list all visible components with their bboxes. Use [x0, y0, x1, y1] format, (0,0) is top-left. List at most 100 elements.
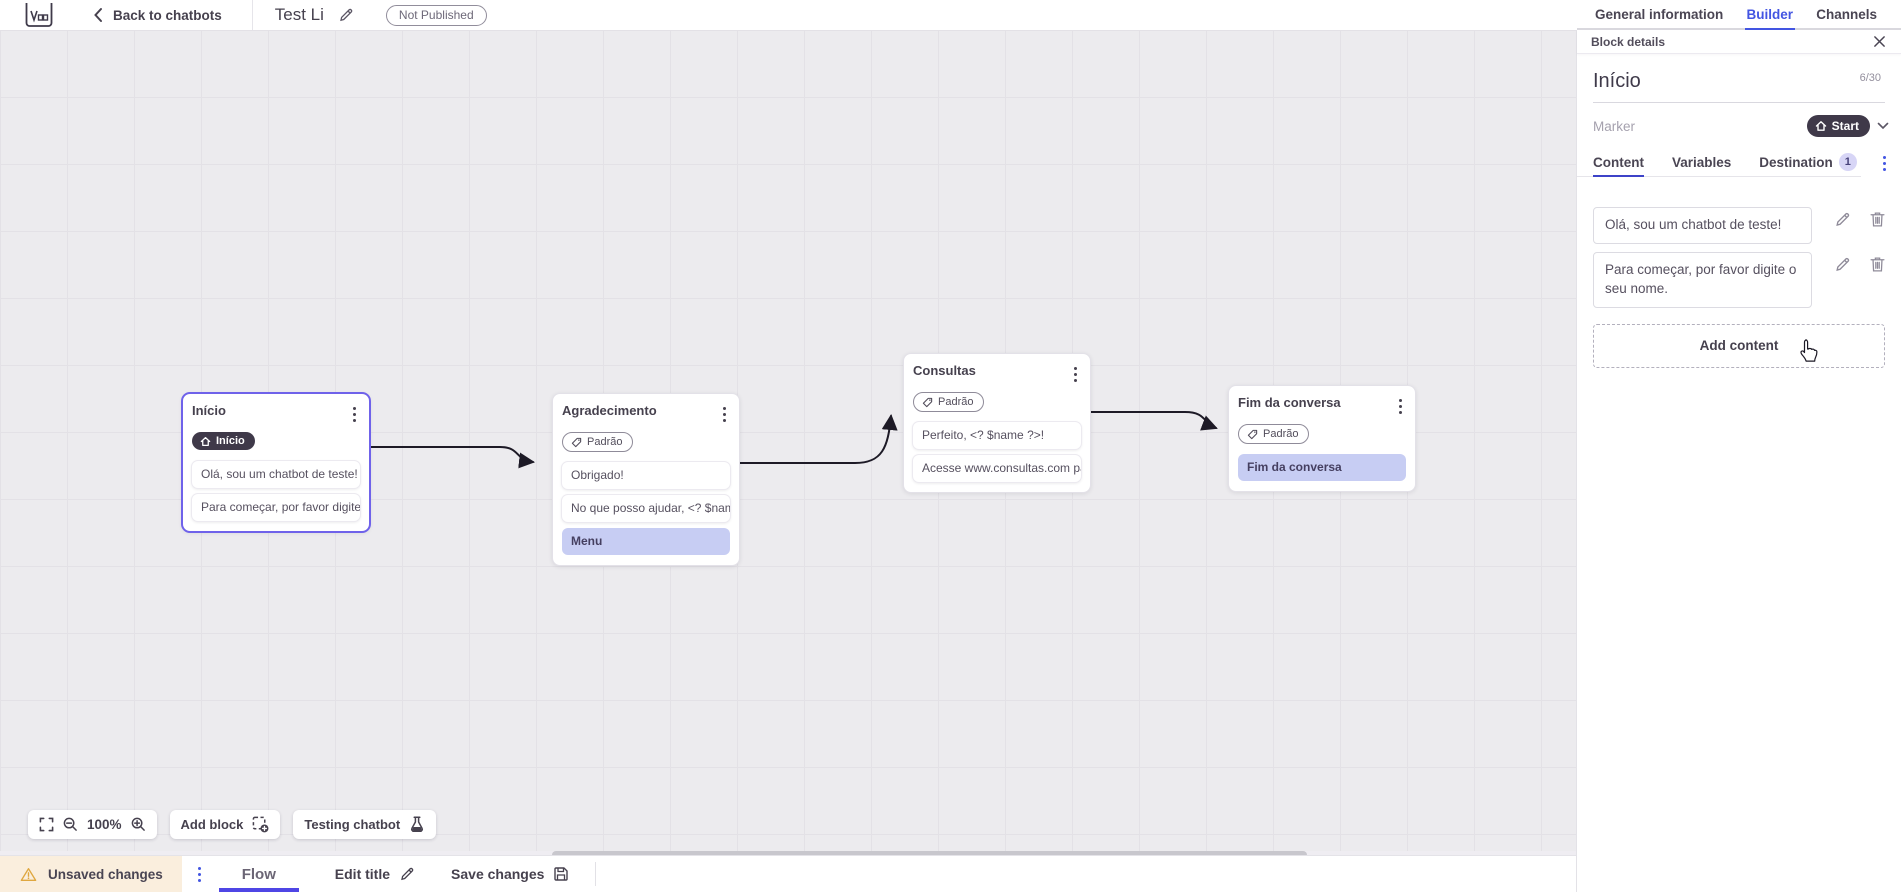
- chevron-down-icon[interactable]: [1877, 122, 1889, 130]
- zoom-level: 100%: [87, 817, 122, 832]
- back-label: Back to chatbots: [113, 7, 222, 23]
- panel-tabs: Content Variables Destination 1: [1577, 149, 1861, 177]
- edit-message-button[interactable]: [1834, 256, 1851, 273]
- flow-menu-button[interactable]: [194, 863, 205, 885]
- bottombar: Unsaved changes Flow Edit title Save cha…: [0, 855, 1576, 892]
- tag-icon: [922, 397, 933, 407]
- save-icon: [554, 867, 569, 881]
- topbar: Back to chatbots Test Li Not Published G…: [0, 0, 1901, 30]
- block-title: Início: [192, 403, 226, 418]
- trash-icon: [1870, 212, 1885, 227]
- flow-tab-underline: [218, 888, 299, 892]
- close-panel-button[interactable]: [1873, 35, 1886, 48]
- chatbot-title[interactable]: Test Li: [274, 5, 324, 24]
- canvas-hscrollbar-track: [0, 851, 1576, 855]
- trash-icon: [1870, 257, 1885, 272]
- home-icon: [1815, 121, 1826, 131]
- pencil-icon: [1836, 257, 1850, 271]
- canvas-hscrollbar-thumb[interactable]: [552, 851, 1307, 855]
- canvas-controls: 100% Add block Testing chatbot: [28, 810, 437, 839]
- flow-block-fim-da-conversa[interactable]: Fim da conversa Padrão Fim da conversa: [1228, 385, 1416, 492]
- fullscreen-button[interactable]: [39, 817, 54, 832]
- message-card[interactable]: Perfeito, <? $name ?>!: [913, 421, 1081, 449]
- tab-destination[interactable]: Destination 1: [1759, 149, 1857, 177]
- name-char-counter: 6/30: [1859, 72, 1881, 84]
- wire-inicio-agradecimento: [370, 446, 535, 469]
- block-marker-badge: Início: [192, 432, 255, 450]
- back-to-chatbots-button[interactable]: Back to chatbots: [93, 7, 222, 23]
- tab-flow[interactable]: Flow: [218, 856, 299, 892]
- bottombar-divider: [595, 862, 597, 886]
- tab-general-information[interactable]: General information: [1595, 6, 1724, 22]
- block-menu-button[interactable]: [1395, 395, 1406, 417]
- block-title: Consultas: [913, 363, 976, 378]
- message-card[interactable]: Para começar, por favor digite o ...: [192, 493, 360, 521]
- tab-builder[interactable]: Builder: [1744, 0, 1796, 30]
- edit-title-button[interactable]: Edit title: [335, 866, 415, 882]
- marker-label: Marker: [1593, 118, 1636, 134]
- block-details-panel: Block details Início 6/30 Marker Start C…: [1576, 30, 1901, 892]
- block-marker-label: Início: [216, 435, 245, 447]
- zoom-out-button[interactable]: [63, 817, 78, 832]
- tab-variables[interactable]: Variables: [1672, 154, 1732, 170]
- tab-destination-label: Destination: [1759, 154, 1833, 170]
- block-menu-button[interactable]: [349, 403, 360, 425]
- panel-menu-button[interactable]: [1879, 152, 1890, 174]
- marker-value: Start: [1831, 119, 1859, 133]
- warning-icon: [20, 867, 37, 881]
- flow-tab-label: Flow: [241, 865, 276, 883]
- message-text-field[interactable]: Olá, sou um chatbot de teste!: [1593, 207, 1812, 244]
- block-marker-badge: Padrão: [1238, 424, 1310, 444]
- flow-block-consultas[interactable]: Consultas Padrão Perfeito, <? $name ?>! …: [903, 353, 1091, 493]
- home-icon: [200, 436, 211, 446]
- zoom-out-icon: [63, 817, 77, 831]
- add-block-icon: [253, 816, 269, 833]
- wire-agradecimento-consultas: [739, 414, 898, 464]
- flow-canvas[interactable]: Início Início Olá, sou um chatbot de tes…: [0, 30, 1576, 855]
- block-menu-button[interactable]: [719, 403, 730, 425]
- add-block-label: Add block: [180, 817, 244, 832]
- name-input-underline: [1593, 102, 1885, 103]
- marker-select[interactable]: Start: [1806, 115, 1870, 137]
- block-marker-badge: Padrão: [913, 392, 985, 412]
- add-content-button[interactable]: Add content: [1593, 323, 1885, 368]
- delete-message-button[interactable]: [1870, 256, 1885, 273]
- edit-title-label: Edit title: [334, 866, 391, 882]
- flask-icon: [411, 816, 424, 833]
- fullscreen-icon: [39, 817, 54, 832]
- flow-block-inicio[interactable]: Início Início Olá, sou um chatbot de tes…: [182, 393, 370, 532]
- app-logo-icon[interactable]: [25, 2, 55, 28]
- tab-content[interactable]: Content: [1593, 149, 1644, 177]
- message-card[interactable]: Olá, sou um chatbot de teste!: [192, 460, 360, 488]
- flow-block-agradecimento[interactable]: Agradecimento Padrão Obrigado! No que po…: [552, 393, 740, 566]
- zoom-in-button[interactable]: [131, 817, 146, 832]
- message-card[interactable]: No que posso ajudar, <? $name ...: [562, 494, 730, 522]
- tag-icon: [571, 437, 582, 447]
- menu-card[interactable]: Menu: [562, 527, 730, 555]
- edit-chatbot-title-button[interactable]: [338, 7, 354, 23]
- block-menu-button[interactable]: [1070, 363, 1081, 385]
- edit-message-button[interactable]: [1834, 211, 1851, 228]
- message-card[interactable]: Obrigado!: [562, 461, 730, 489]
- zoom-controls: 100%: [28, 810, 157, 839]
- content-message-row: Para começar, por favor digite o seu nom…: [1593, 251, 1885, 308]
- block-marker-label: Padrão: [938, 396, 974, 408]
- chevron-left-icon: [94, 8, 102, 22]
- content-message-row: Olá, sou um chatbot de teste!: [1593, 207, 1885, 244]
- add-block-button[interactable]: Add block: [169, 810, 281, 839]
- save-changes-button[interactable]: Save changes: [451, 866, 569, 882]
- pencil-icon: [340, 8, 353, 22]
- publish-status-badge: Not Published: [385, 4, 487, 26]
- wire-consultas-fim: [1090, 411, 1218, 431]
- delete-message-button[interactable]: [1870, 211, 1885, 228]
- testing-chatbot-button[interactable]: Testing chatbot: [293, 810, 437, 839]
- message-card[interactable]: Acesse www.consultas.com par...: [913, 454, 1081, 482]
- panel-title: Block details: [1591, 34, 1666, 49]
- pencil-icon: [1836, 212, 1850, 226]
- end-card[interactable]: Fim da conversa: [1238, 453, 1406, 481]
- block-title: Agradecimento: [562, 403, 657, 418]
- message-text-field[interactable]: Para começar, por favor digite o seu nom…: [1593, 251, 1812, 308]
- block-name-input[interactable]: Início: [1593, 70, 1641, 92]
- tab-channels[interactable]: Channels: [1816, 6, 1877, 22]
- pencil-icon: [401, 867, 414, 881]
